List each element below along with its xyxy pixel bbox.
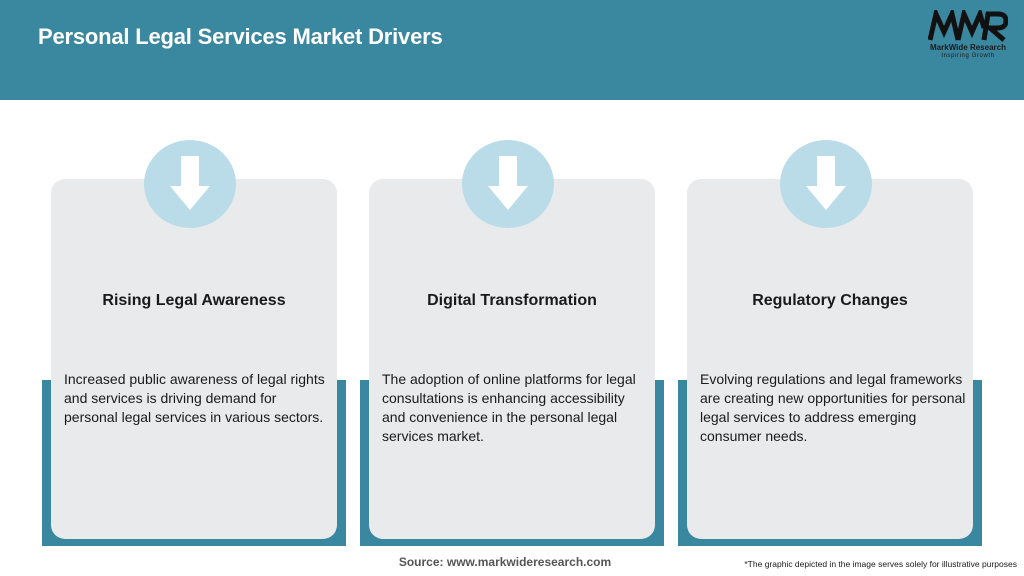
card-panel: Digital Transformation The adoption of o… [369,179,655,539]
logo-name: MarkWide Research [930,43,1006,52]
header-banner: Personal Legal Services Market Drivers M… [0,0,1024,100]
driver-card-1: Rising Legal Awareness Increased public … [42,140,355,548]
card-description: Increased public awareness of legal righ… [64,371,325,425]
arrow-down-icon [780,140,872,228]
driver-card-2: Digital Transformation The adoption of o… [360,140,673,548]
card-title: Rising Legal Awareness [102,292,286,309]
card-panel: Regulatory Changes Evolving regulations … [687,179,973,539]
arrow-down-icon [144,140,236,228]
card-title: Regulatory Changes [752,292,908,309]
page-title: Personal Legal Services Market Drivers [38,24,443,49]
disclaimer-note: *The graphic depicted in the image serve… [744,559,1017,569]
card-panel: Rising Legal Awareness Increased public … [51,179,337,539]
card-description: The adoption of online platforms for leg… [382,371,636,444]
card-title: Digital Transformation [427,292,597,309]
source-credit: Source: www.markwideresearch.com [398,555,612,569]
driver-card-3: Regulatory Changes Evolving regulations … [678,140,991,548]
logo-tagline: Inspiring Growth [941,53,995,59]
brand-logo: MarkWide Research Inspiring Growth [920,10,1016,62]
arrow-down-icon [462,140,554,228]
mwr-logo-icon [928,10,1008,42]
card-description: Evolving regulations and legal framework… [700,371,966,444]
